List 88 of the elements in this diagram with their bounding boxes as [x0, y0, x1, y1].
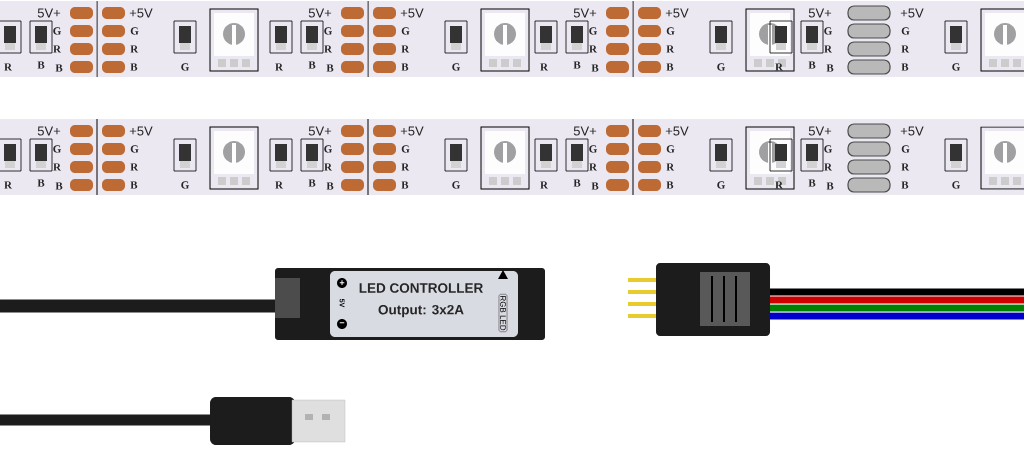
letter-label: B	[591, 64, 599, 72]
letter-label: G	[181, 63, 189, 71]
voltage-label: +5V	[129, 8, 153, 18]
letter-label: G	[901, 27, 910, 35]
voltage-label: +5V	[129, 126, 153, 136]
letter-label: B	[808, 61, 816, 69]
letter-label: B	[591, 182, 599, 190]
letter-label: B	[401, 63, 409, 71]
letter-label: G	[130, 145, 139, 153]
letter-label: R	[589, 163, 598, 171]
voltage-label: +5V	[400, 126, 424, 136]
letter-label: R	[324, 163, 333, 171]
letter-label: R	[775, 181, 784, 189]
letter-label: B	[130, 181, 138, 189]
letter-label: R	[824, 163, 833, 171]
voltage-label: +5V	[665, 8, 689, 18]
letter-label: B	[130, 63, 138, 71]
voltage-label: 5V+	[37, 126, 61, 136]
letter-label: B	[901, 63, 909, 71]
letter-label: B	[401, 181, 409, 189]
letter-label: B	[308, 179, 316, 187]
letter-label: G	[181, 181, 189, 189]
letter-label: R	[401, 163, 410, 171]
letter-label: B	[55, 182, 63, 190]
letter-label: R	[275, 63, 284, 71]
letter-label: B	[308, 61, 316, 69]
letter-label: G	[452, 181, 460, 189]
letter-label: G	[824, 27, 832, 35]
letter-label: G	[824, 145, 832, 153]
letter-label: G	[901, 145, 910, 153]
letter-label: B	[37, 61, 45, 69]
letter-label: R	[824, 45, 833, 53]
letter-label: G	[130, 27, 139, 35]
letter-label: R	[324, 45, 333, 53]
letter-label: G	[324, 27, 332, 35]
letter-label: G	[401, 27, 410, 35]
letter-label: G	[666, 145, 675, 153]
letter-label: G	[717, 63, 725, 71]
letter-label: B	[573, 61, 581, 69]
letter-label: G	[717, 181, 725, 189]
letter-label: B	[901, 181, 909, 189]
voltage-label: 5V+	[808, 8, 832, 18]
letter-label: B	[55, 64, 63, 72]
letter-label: R	[901, 163, 910, 171]
letter-label: R	[130, 45, 139, 53]
letter-label: G	[401, 145, 410, 153]
letter-label: R	[4, 181, 13, 189]
letter-label: R	[401, 45, 410, 53]
voltage-label: 5V+	[808, 126, 832, 136]
voltage-label: +5V	[900, 126, 924, 136]
letter-label: G	[452, 63, 460, 71]
letter-label: R	[275, 181, 284, 189]
letter-label: B	[808, 179, 816, 187]
letter-label: R	[901, 45, 910, 53]
voltage-label: 5V+	[573, 8, 597, 18]
letter-label: B	[826, 64, 834, 72]
letter-label: G	[53, 27, 61, 35]
letter-label: G	[952, 181, 960, 189]
voltage-label: 5V+	[573, 126, 597, 136]
letter-label: R	[666, 45, 675, 53]
letter-label: B	[666, 63, 674, 71]
letter-label: R	[4, 63, 13, 71]
voltage-label: +5V	[900, 8, 924, 18]
voltage-label: 5V+	[308, 126, 332, 136]
letter-label: R	[53, 163, 62, 171]
voltage-label: +5V	[400, 8, 424, 18]
letter-label: R	[53, 45, 62, 53]
letter-label: R	[540, 63, 549, 71]
letter-label: G	[589, 27, 597, 35]
letter-label: G	[666, 27, 675, 35]
letter-label: B	[37, 179, 45, 187]
voltage-label: 5V+	[37, 8, 61, 18]
letter-label: B	[326, 64, 334, 72]
letter-label: R	[775, 63, 784, 71]
letter-label: R	[589, 45, 598, 53]
letter-label: G	[324, 145, 332, 153]
letter-label: B	[826, 182, 834, 190]
letter-label: R	[130, 163, 139, 171]
letter-label: B	[666, 181, 674, 189]
letter-label: R	[666, 163, 675, 171]
letter-label: G	[952, 63, 960, 71]
voltage-label: +5V	[665, 126, 689, 136]
letter-label: B	[573, 179, 581, 187]
voltage-label: 5V+	[308, 8, 332, 18]
letter-label: G	[53, 145, 61, 153]
letter-label: B	[326, 182, 334, 190]
letter-label: R	[540, 181, 549, 189]
letter-label: G	[589, 145, 597, 153]
